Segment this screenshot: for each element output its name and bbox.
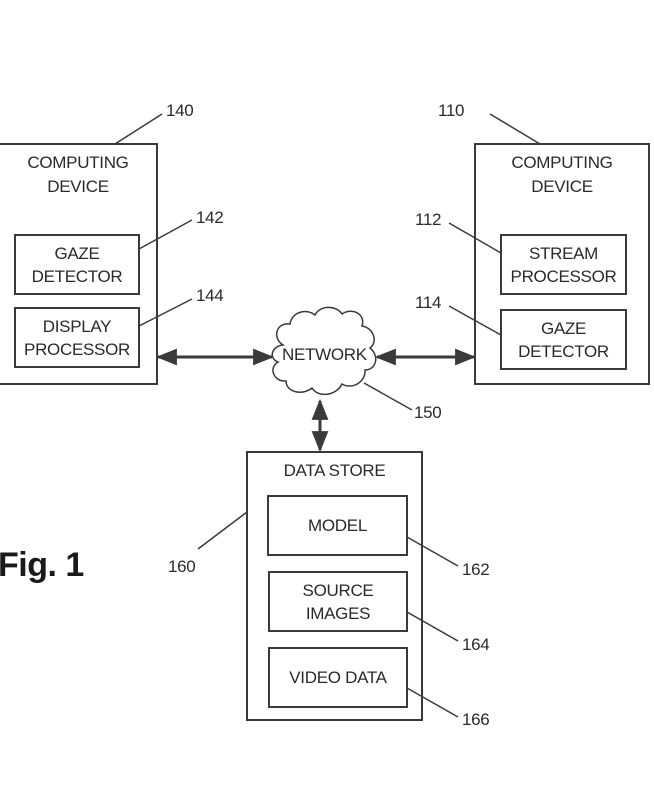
leader-line-150: [363, 382, 413, 411]
source-images-164-label: SOURCE IMAGES: [302, 580, 374, 623]
gaze-detector-142-label: GAZE DETECTOR: [31, 243, 123, 286]
ref-label-144: 144: [196, 286, 224, 305]
leader-line-144: [138, 298, 193, 327]
computing-device-140-title: COMPUTING DEVICE: [27, 153, 129, 196]
ref-label-160: 160: [168, 557, 196, 576]
display-processor-144-label: DISPLAY PROCESSOR: [24, 316, 130, 359]
model-162-label: MODEL: [308, 516, 367, 535]
ref-label-142: 142: [196, 208, 224, 227]
computing-device-140: COMPUTING DEVICE: [0, 143, 158, 385]
network-cloud-shape: [271, 306, 377, 396]
ref-label-140: 140: [166, 101, 194, 120]
leader-line-164: [406, 611, 459, 642]
video-data-166: VIDEO DATA: [268, 647, 408, 708]
computing-device-110-title: COMPUTING DEVICE: [511, 153, 613, 196]
data-store-title: DATA STORE: [283, 461, 386, 480]
leader-line-142: [138, 219, 193, 250]
ref-label-150: 150: [414, 403, 442, 422]
ref-label-114: 114: [415, 293, 442, 312]
leader-line-166: [406, 687, 459, 718]
computing-device-110: COMPUTING DEVICE: [474, 143, 650, 385]
figure-label: Fig. 1: [0, 546, 84, 584]
leader-line-110: [489, 113, 541, 145]
ref-label-110: 110: [438, 101, 465, 120]
gaze-detector-114: GAZE DETECTOR: [500, 309, 627, 370]
ref-label-166: 166: [462, 710, 490, 729]
ref-label-162: 162: [462, 560, 490, 579]
gaze-detector-142: GAZE DETECTOR: [14, 234, 140, 295]
leader-line-162: [406, 536, 459, 567]
leader-line-140: [114, 113, 163, 145]
source-images-164: SOURCE IMAGES: [268, 571, 408, 632]
stream-processor-112: STREAM PROCESSOR: [500, 234, 627, 295]
ref-label-112: 112: [415, 210, 442, 229]
data-store-160: DATA STORE: [246, 451, 423, 721]
stream-processor-112-label: STREAM PROCESSOR: [510, 243, 617, 286]
display-processor-144: DISPLAY PROCESSOR: [14, 307, 140, 368]
leader-line-160: [197, 511, 248, 550]
network-label: NETWORK: [282, 345, 367, 364]
gaze-detector-114-label: GAZE DETECTOR: [518, 318, 609, 361]
model-162: MODEL: [267, 495, 408, 556]
ref-label-164: 164: [462, 635, 490, 654]
video-data-166-label: VIDEO DATA: [289, 668, 387, 687]
